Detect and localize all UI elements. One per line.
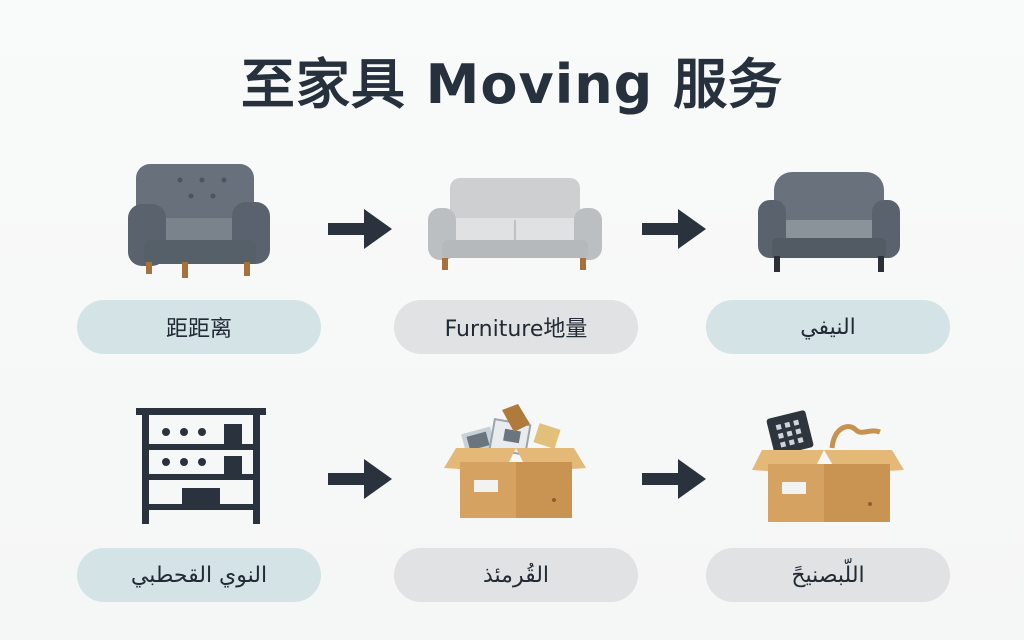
page-title: 至家具 Moving 服务 (240, 53, 784, 116)
shelf-icon (136, 408, 266, 524)
sofa-icon (428, 178, 602, 270)
loveseat-icon (758, 172, 900, 272)
step-label: اللّبصنيحً (706, 548, 950, 602)
step-label: القُرمئذ (394, 548, 638, 602)
step-label: 距距离 (77, 300, 321, 354)
arrow-right-icon (642, 459, 706, 499)
step-label: النوي القحطبي (77, 548, 321, 602)
armchair-icon (128, 164, 270, 278)
arrow-right-icon (328, 459, 392, 499)
box-with-items-icon (752, 410, 904, 522)
box-with-papers-icon (444, 404, 586, 518)
arrow-right-icon (328, 209, 392, 249)
step-label: النيفي (706, 300, 950, 354)
step-label: Furniture地量 (394, 300, 638, 354)
arrow-right-icon (642, 209, 706, 249)
